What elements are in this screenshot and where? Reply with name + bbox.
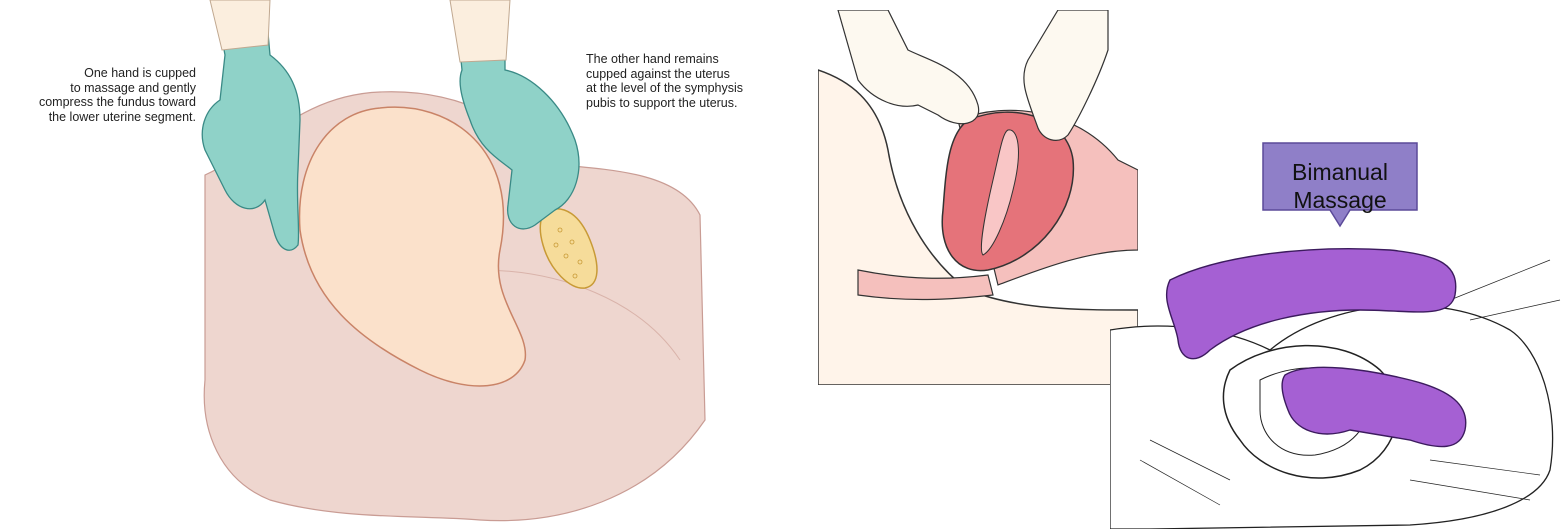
bimanual-illustration bbox=[1110, 240, 1564, 529]
right-hand-caption: The other hand remains cupped against th… bbox=[586, 52, 826, 110]
sagittal-drawing bbox=[818, 10, 1138, 385]
lower-hand bbox=[1024, 10, 1108, 140]
sagittal-illustration bbox=[818, 10, 1138, 385]
left-hand-caption: One hand is cupped to massage and gently… bbox=[0, 66, 196, 124]
left-wrist bbox=[210, 0, 270, 50]
callout-label: Bimanual Massage bbox=[1262, 158, 1418, 214]
bimanual-massage-callout: Bimanual Massage bbox=[1262, 142, 1418, 252]
right-wrist bbox=[450, 0, 510, 62]
bimanual-drawing bbox=[1110, 240, 1564, 529]
